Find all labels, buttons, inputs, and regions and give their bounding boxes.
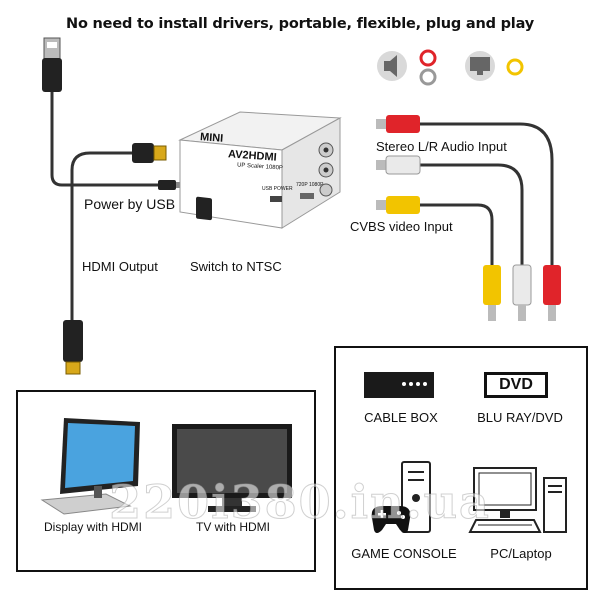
audio-input-label: Stereo L/R Audio Input xyxy=(376,139,507,154)
monitor-display-icon xyxy=(40,418,140,515)
hdmi-cable xyxy=(70,151,132,320)
cable-box-icon xyxy=(364,372,434,398)
mini-usb-plug-icon xyxy=(158,180,182,190)
monitor-icon xyxy=(465,51,495,81)
hdmi-output-label: HDMI Output xyxy=(82,259,158,274)
video-input-label: CVBS video Input xyxy=(350,219,453,234)
switch-label: Switch to NTSC xyxy=(190,259,282,274)
device-usb-label: USB POWER xyxy=(262,186,293,192)
game-console-icon xyxy=(371,461,431,533)
tv-display-icon xyxy=(172,424,292,512)
rca-plug-vertical-yellow-icon xyxy=(483,265,501,321)
rca-cables xyxy=(420,122,554,265)
displays-panel: Display with HDMI TV with HDMI xyxy=(16,390,316,572)
sources-panel: CABLE BOX DVD BLU RAY/DVD GAME CONSOLE P… xyxy=(334,346,588,590)
av2hdmi-device xyxy=(178,111,342,229)
device-switch-label: 720P 1080P xyxy=(296,182,324,188)
rca-plug-red-icon xyxy=(376,115,420,133)
rca-plug-vertical-white-icon xyxy=(512,264,532,321)
rca-plug-yellow-icon xyxy=(376,196,420,214)
power-label: Power by USB xyxy=(84,196,176,212)
tv-label: TV with HDMI xyxy=(195,520,270,534)
pc-label: PC/Laptop xyxy=(490,546,552,561)
pc-icon xyxy=(468,467,567,533)
device-brand: MINI xyxy=(199,131,224,145)
monitor-label: Display with HDMI xyxy=(43,520,142,534)
headline: No need to install drivers, portable, fl… xyxy=(66,16,534,32)
speaker-icon xyxy=(377,51,407,81)
dvd-logo-icon: DVD xyxy=(484,372,548,398)
usb-cable xyxy=(50,92,172,187)
rca-plug-white-icon xyxy=(376,155,421,175)
cable-box-label: CABLE BOX xyxy=(364,410,438,425)
video-dot-icon xyxy=(506,58,524,76)
hdmi-plug-icon xyxy=(132,143,167,163)
dvd-label: BLU RAY/DVD xyxy=(477,410,563,425)
usb-plug-icon xyxy=(42,37,62,92)
hdmi-plug-bottom-icon xyxy=(63,320,83,375)
game-console-label: GAME CONSOLE xyxy=(351,546,457,561)
rca-plug-vertical-red-icon xyxy=(543,265,561,321)
rca-jack-icon xyxy=(419,49,437,86)
